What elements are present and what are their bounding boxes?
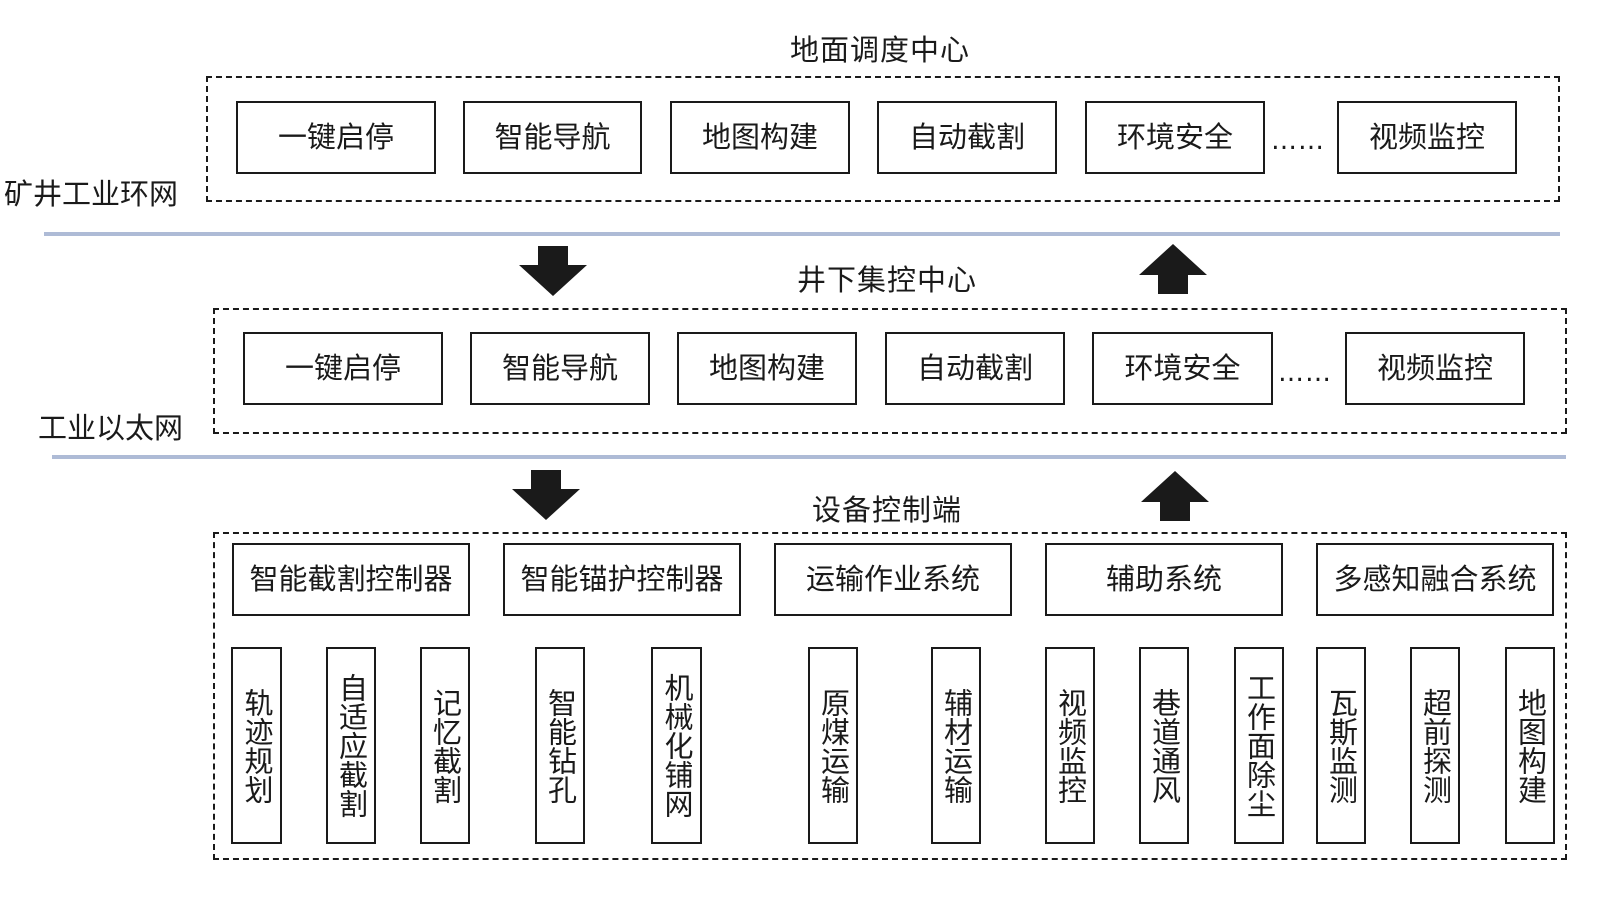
underground-ellipsis: …… xyxy=(1278,358,1332,388)
network-label-ethernet: 工业以太网 xyxy=(38,411,184,445)
surface-module: 自动截割 xyxy=(877,101,1057,174)
underground-layer-title: 井下集控中心 xyxy=(797,263,978,297)
network-label-ring: 矿井工业环网 xyxy=(4,177,179,211)
equipment-sub-function: 自适应截割 xyxy=(326,647,376,844)
equipment-sub-function: 瓦斯监测 xyxy=(1316,647,1366,844)
equipment-group-header: 智能截割控制器 xyxy=(232,543,470,616)
equipment-group-header: 智能锚护控制器 xyxy=(503,543,741,616)
equipment-sub-function: 机械化铺网 xyxy=(651,647,702,844)
underground-module: 视频监控 xyxy=(1345,332,1525,405)
surface-module: 环境安全 xyxy=(1085,101,1265,174)
equipment-sub-function: 工作面除尘 xyxy=(1234,647,1284,844)
surface-module: 智能导航 xyxy=(463,101,642,174)
surface-layer-title: 地面调度中心 xyxy=(790,33,971,67)
equipment-layer-box xyxy=(213,532,1567,860)
equipment-sub-function: 视频监控 xyxy=(1045,647,1095,844)
surface-layer-box xyxy=(206,76,1560,202)
network-separator-line xyxy=(44,232,1560,236)
equipment-layer-title: 设备控制端 xyxy=(812,493,963,527)
surface-module: 视频监控 xyxy=(1337,101,1517,174)
arrow-down-icon xyxy=(519,246,587,296)
surface-module: 一键启停 xyxy=(236,101,436,174)
equipment-sub-function: 超前探测 xyxy=(1410,647,1460,844)
network-separator-line xyxy=(52,455,1566,459)
equipment-group-header: 多感知融合系统 xyxy=(1316,543,1554,616)
arrow-up-icon xyxy=(1139,244,1207,294)
underground-module: 一键启停 xyxy=(243,332,443,405)
equipment-sub-function: 轨迹规划 xyxy=(231,647,282,844)
arrow-down-icon xyxy=(512,470,580,520)
equipment-sub-function: 智能钻孔 xyxy=(535,647,585,844)
surface-module: 地图构建 xyxy=(670,101,850,174)
equipment-sub-function: 记忆截割 xyxy=(420,647,470,844)
underground-module: 地图构建 xyxy=(677,332,857,405)
arrow-up-icon xyxy=(1141,471,1209,521)
underground-layer-box xyxy=(213,308,1567,434)
equipment-sub-function: 巷道通风 xyxy=(1139,647,1189,844)
equipment-sub-function: 辅材运输 xyxy=(931,647,981,844)
underground-module: 智能导航 xyxy=(470,332,650,405)
equipment-group-header: 运输作业系统 xyxy=(774,543,1012,616)
surface-ellipsis: …… xyxy=(1271,126,1325,156)
underground-module: 自动截割 xyxy=(885,332,1065,405)
underground-module: 环境安全 xyxy=(1092,332,1273,405)
equipment-group-header: 辅助系统 xyxy=(1045,543,1283,616)
equipment-sub-function: 原煤运输 xyxy=(808,647,858,844)
equipment-sub-function: 地图构建 xyxy=(1505,647,1555,844)
